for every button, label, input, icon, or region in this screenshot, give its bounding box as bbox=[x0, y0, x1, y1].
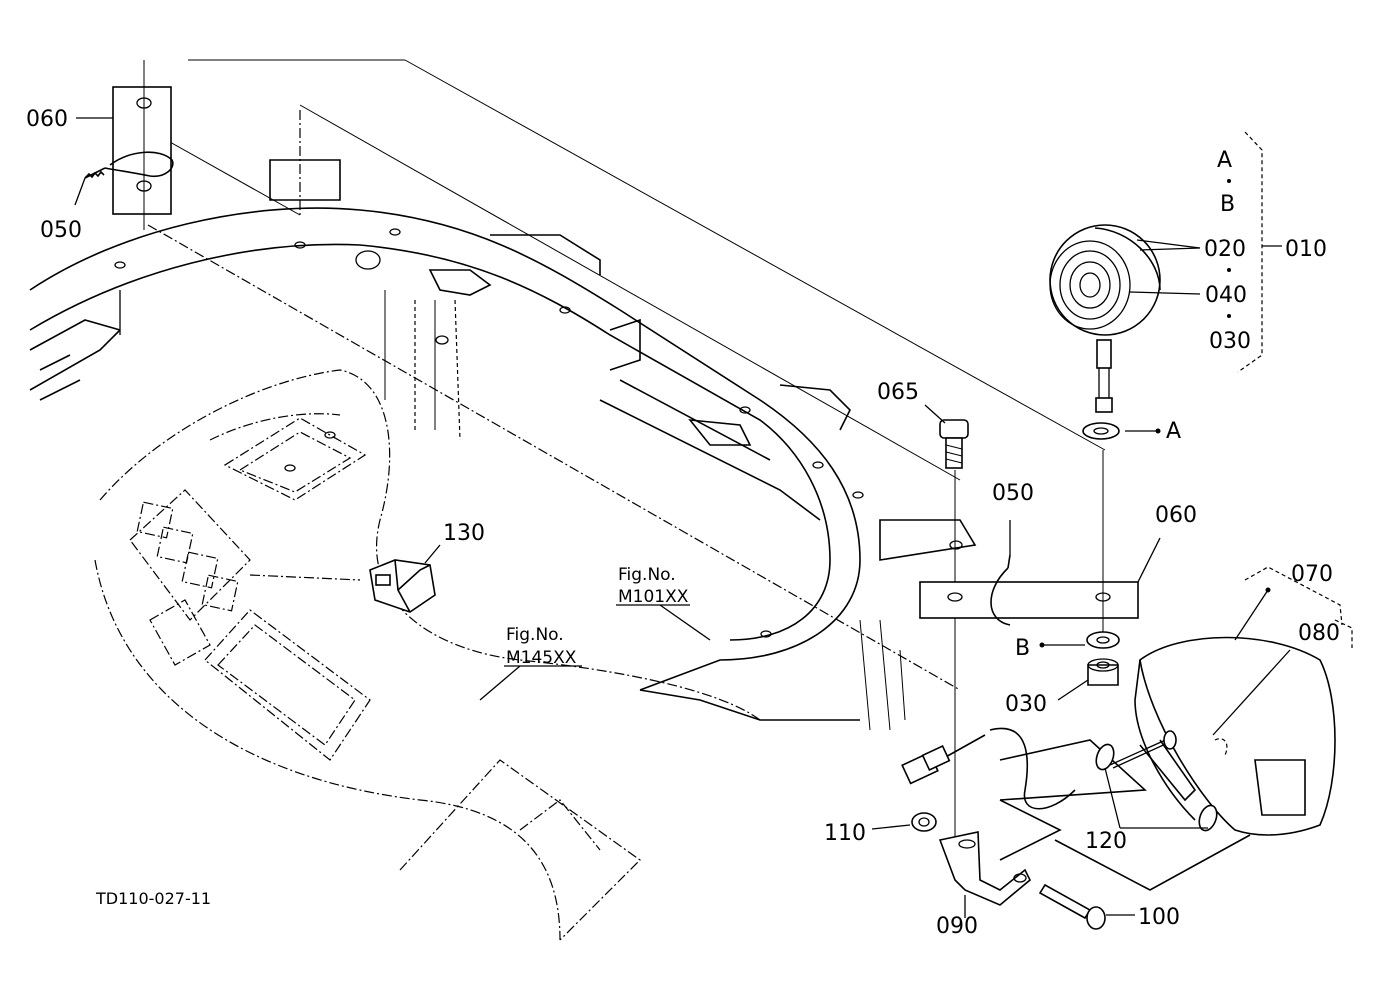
callout-065: 065 bbox=[877, 380, 919, 405]
callout-080: 080 bbox=[1298, 621, 1340, 646]
figure-ref-m145-line2: M145XX bbox=[506, 648, 577, 668]
chain-dots bbox=[1227, 179, 1231, 318]
drawing-id: TD110-027-11 bbox=[95, 889, 211, 908]
figure-ref-m101-line1: Fig.No. bbox=[618, 565, 676, 585]
callout-110: 110 bbox=[824, 821, 866, 846]
marker-b-top: B bbox=[1220, 192, 1235, 217]
figure-reference-leaders bbox=[479, 604, 711, 701]
lamp-cover-070 bbox=[1134, 566, 1353, 836]
callout-020: 020 bbox=[1204, 237, 1246, 262]
callout-010: 010 bbox=[1285, 237, 1327, 262]
wiring-harness bbox=[901, 727, 1076, 810]
callout-labels: 060 050 A B 020 010 040 030 065 A 130 05… bbox=[26, 107, 1340, 939]
figure-ref-m101-line2: M101XX bbox=[618, 587, 689, 607]
callout-050-mid: 050 bbox=[992, 481, 1034, 506]
callout-030-top: 030 bbox=[1209, 329, 1251, 354]
callout-100: 100 bbox=[1138, 905, 1180, 930]
marker-a-top: A bbox=[1217, 148, 1232, 173]
bolt-100 bbox=[1038, 883, 1135, 930]
callout-060-top: 060 bbox=[26, 107, 68, 132]
bracket-090 bbox=[938, 739, 1251, 918]
dashboard-console bbox=[94, 369, 761, 941]
marker-b-left: B bbox=[1015, 636, 1030, 661]
marker-a-right: A bbox=[1166, 419, 1181, 444]
plate-060-mid bbox=[919, 450, 1161, 640]
callout-060-mid: 060 bbox=[1155, 503, 1197, 528]
figure-ref-m145-line1: Fig.No. bbox=[506, 625, 564, 645]
callout-050-top: 050 bbox=[40, 218, 82, 243]
nut-110 bbox=[871, 812, 937, 832]
callout-130: 130 bbox=[443, 521, 485, 546]
callout-030-low: 030 bbox=[1005, 692, 1047, 717]
callout-090: 090 bbox=[936, 914, 978, 939]
bolt-065 bbox=[924, 404, 969, 880]
callout-040: 040 bbox=[1205, 283, 1247, 308]
screws-120 bbox=[1095, 730, 1218, 832]
work-light-010 bbox=[1049, 131, 1282, 440]
switch-130 bbox=[369, 544, 441, 613]
cabin-frame bbox=[29, 159, 977, 731]
callout-120: 120 bbox=[1085, 829, 1127, 854]
callout-070: 070 bbox=[1291, 562, 1333, 587]
clamp-plate-top bbox=[74, 60, 174, 230]
washer-nut-030 bbox=[1039, 631, 1120, 701]
